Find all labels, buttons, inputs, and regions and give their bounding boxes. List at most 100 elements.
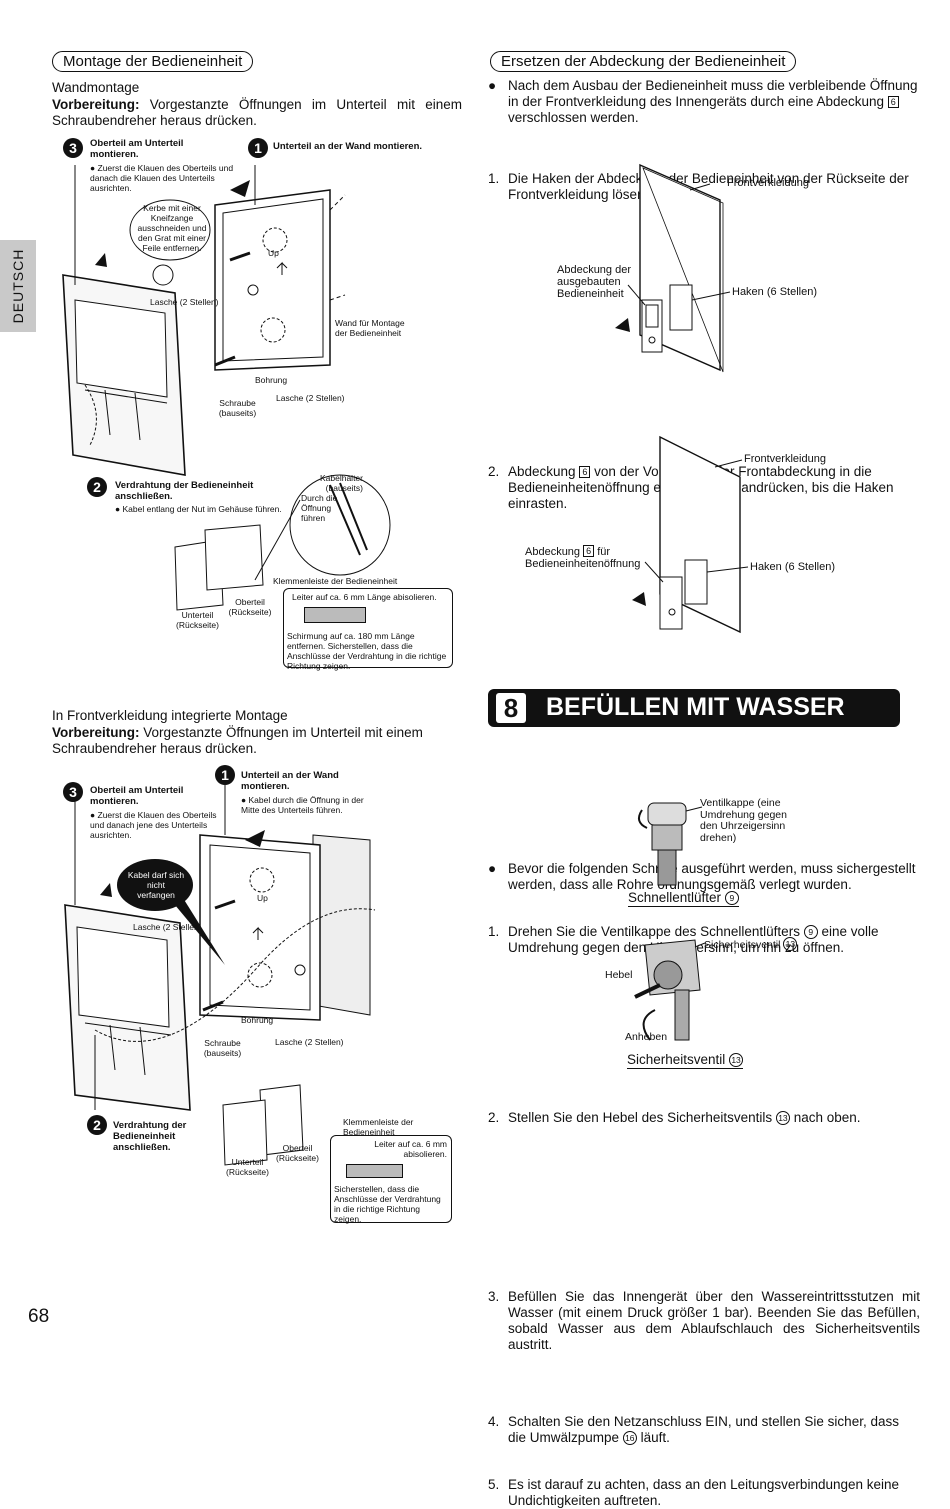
wall-mount-subtitle: Wandmontage bbox=[52, 80, 140, 95]
tab-label-2: Lasche (2 Stellen) bbox=[133, 922, 202, 932]
cable-graphic bbox=[304, 607, 366, 623]
screw-label: Schraube (bauseits) bbox=[218, 398, 257, 418]
upper-back-label-2: Oberteil (Rückseite) bbox=[276, 1143, 319, 1163]
chapter-number: 8 bbox=[496, 693, 526, 723]
step-1-title: Unterteil an der Wand montieren. bbox=[273, 141, 423, 152]
vent-caption: Schnellentlüfter 9 bbox=[628, 890, 739, 907]
cover-bullet: ● Nach dem Ausbau der Bedieneinheit muss… bbox=[488, 78, 918, 125]
air-vent-figure: Ventilkappe (eine Umdrehung gegen den Uh… bbox=[620, 795, 820, 905]
lower-back-label: Unterteil (Rückseite) bbox=[176, 610, 219, 630]
step-1-note-2: ● Kabel durch die Öffnung in der Mitte d… bbox=[241, 795, 364, 815]
step-3-title-2: Oberteil am Unterteil montieren. bbox=[90, 785, 184, 807]
safety-caption: Sicherheitsventil 13 bbox=[627, 1052, 744, 1069]
step-2-note: ● Kabel entlang der Nut im Gehäuse führe… bbox=[115, 504, 282, 514]
fill-step-5: 5.Es ist darauf zu achten, dass an den L… bbox=[488, 1477, 900, 1508]
raise-label: Anheben bbox=[625, 1031, 668, 1043]
air-vent-drawing bbox=[637, 802, 703, 886]
page-number: 68 bbox=[28, 1306, 50, 1327]
tab2-label-2: Lasche (2 Stellen) bbox=[275, 1037, 344, 1047]
notch-note: Kerbe mit einer Kneifzange ausschneiden … bbox=[137, 203, 207, 253]
hole-label-2: Bohrung bbox=[241, 1015, 274, 1025]
hooks-label-b: Haken (6 Stellen) bbox=[750, 561, 835, 573]
shield-note: Schirmung auf ca. 180 mm Länge entfernen… bbox=[287, 631, 447, 671]
lever-label: Hebel bbox=[605, 969, 633, 981]
no-pinch-note: Kabel darf sich nicht verfangen bbox=[127, 870, 185, 900]
preparation-text: Vorbereitung: Vorgestanzte Öffnungen im … bbox=[52, 97, 462, 129]
up-marker: Up bbox=[268, 248, 279, 258]
safety-valve-figure: Sicherheitsventil 13 Hebel Anheben bbox=[600, 935, 830, 1050]
step-3-badge: 3 bbox=[63, 138, 83, 158]
up-marker-2: Up bbox=[257, 893, 268, 903]
ref-6-c: 6 bbox=[583, 545, 595, 557]
ref-6: 6 bbox=[887, 96, 899, 108]
preparation-body-2: Vorgestanzte Öffnungen im Unterteil mit … bbox=[52, 725, 423, 756]
wiring-detail-box-2: Leiter auf ca. 6 mm abisolieren. Sichers… bbox=[330, 1135, 452, 1224]
step-1-badge: 1 bbox=[248, 138, 268, 158]
cover-label-b: Abdeckung 6 für Bedieneinheitenöffnung bbox=[525, 545, 641, 570]
terminal-label: Klemmenleiste der Bedieneinheit bbox=[273, 576, 398, 586]
step-3-badge-2: 3 bbox=[63, 782, 83, 802]
screw-label-2: Schraube (bauseits) bbox=[203, 1038, 242, 1058]
wall-mount-figure: 3 Oberteil am Unterteil montieren. ● Zue… bbox=[55, 135, 460, 671]
step-2-badge-2: 2 bbox=[87, 1115, 107, 1135]
direction-note: Sicherstellen, dass die Anschlüsse der V… bbox=[334, 1184, 441, 1224]
fill-step-2: 2. Stellen Sie den Hebel des Sicherheits… bbox=[488, 1110, 861, 1125]
wall-mount-drawing bbox=[62, 165, 391, 611]
through-opening-label: Durch die Öffnung führen bbox=[301, 493, 338, 523]
terminal-label-2: Klemmenleiste der Bedieneinheit bbox=[343, 1117, 414, 1137]
ref-13: 13 bbox=[775, 1111, 790, 1125]
preparation-text-2: Vorbereitung: Vorgestanzte Öffnungen im … bbox=[52, 725, 462, 757]
step-3-note: ● Zuerst die Klauen des Oberteils und da… bbox=[90, 163, 234, 193]
hooks-label-a: Haken (6 Stellen) bbox=[732, 286, 817, 298]
panel-label-a: Frontverkleidung bbox=[727, 177, 809, 189]
step-1-badge-2: 1 bbox=[215, 765, 235, 785]
step-1-title-2: Unterteil an der Wand montieren. bbox=[241, 770, 339, 792]
tab-label: Lasche (2 Stellen) bbox=[150, 297, 219, 307]
ref-16: 16 bbox=[622, 1431, 637, 1445]
lower-back-label-2: Unterteil (Rückseite) bbox=[226, 1157, 269, 1177]
upper-back-label: Oberteil (Rückseite) bbox=[228, 597, 272, 617]
cover-label-a: Abdeckung der ausgebauten Bedieneinheit bbox=[557, 264, 631, 300]
panel-label-b: Frontverkleidung bbox=[744, 453, 826, 465]
safety-valve-drawing bbox=[634, 939, 706, 1041]
fill-step-3: 3.Befüllen Sie das Innengerät über den W… bbox=[488, 1289, 920, 1352]
flush-mount-figure: 3 Oberteil am Unterteil montieren. ● Zue… bbox=[55, 765, 460, 1225]
language-tab-label: DEUTSCH bbox=[10, 248, 26, 324]
preparation-label: Vorbereitung: bbox=[52, 97, 140, 112]
fill-step-4: 4. Schalten Sie den Netzanschluss EIN, u… bbox=[488, 1414, 899, 1445]
section-title-mounting: Montage der Bedieneinheit bbox=[52, 51, 254, 72]
wiring-detail-box: Leiter auf ca. 6 mm Länge abisolieren. S… bbox=[283, 588, 453, 671]
cover-remove-drawing bbox=[615, 163, 731, 373]
hole-label: Bohrung bbox=[255, 375, 288, 385]
section-title-cover: Ersetzen der Abdeckung der Bedieneinheit bbox=[490, 51, 797, 72]
language-tab: DEUTSCH bbox=[0, 240, 36, 332]
step-2-title: Verdrahtung der Bedieneinheit anschließe… bbox=[115, 480, 254, 502]
step-2-badge: 2 bbox=[87, 477, 107, 497]
cable-holder-label: Kabelhalter (bauseits) bbox=[319, 473, 363, 493]
chapter-header: 8 BEFÜLLEN MIT WASSER bbox=[488, 689, 900, 727]
cover-remove-figure: Frontverkleidung Abdeckung der ausgebaut… bbox=[520, 160, 900, 375]
wall-label: Wand für Montage der Bedieneinheit bbox=[335, 318, 405, 338]
cover-insert-drawing bbox=[632, 435, 749, 634]
ref-9-b: 9 bbox=[724, 891, 739, 905]
chapter-title: BEFÜLLEN MIT WASSER bbox=[546, 693, 845, 721]
cover-step-1: 1.Die Haken der Abdeckung der Bedieneinh… bbox=[488, 171, 909, 202]
flush-mount-drawing bbox=[64, 785, 376, 1166]
preparation-label-2: Vorbereitung: bbox=[52, 725, 140, 740]
ref-13-c: 13 bbox=[729, 1053, 744, 1067]
tab2-label: Lasche (2 Stellen) bbox=[276, 393, 345, 403]
ref-6-b: 6 bbox=[579, 466, 591, 478]
fill-bullet: ●Bevor die folgenden Schritte ausgeführt… bbox=[488, 861, 916, 892]
valve-cap-label: Ventilkappe (eine Umdrehung gegen den Uh… bbox=[700, 797, 787, 844]
preparation-body: Vorgestanzte Öffnungen im Unterteil mit … bbox=[52, 97, 462, 128]
back-plate-shape bbox=[214, 189, 331, 371]
cable-graphic-2 bbox=[346, 1164, 403, 1178]
step-3-title: Oberteil am Unterteil montieren. bbox=[90, 138, 184, 160]
strip-note: Leiter auf ca. 6 mm Länge abisolieren. bbox=[292, 592, 437, 602]
flush-mount-subtitle: In Frontverkleidung integrierte Montage bbox=[52, 708, 288, 723]
step-3-note-2: ● Zuerst die Klauen des Oberteils und da… bbox=[90, 810, 217, 840]
strip-note-2: Leiter auf ca. 6 mm abisolieren. bbox=[374, 1139, 447, 1159]
ref-13-b: 13 bbox=[783, 937, 798, 951]
cover-insert-figure: Frontverkleidung Abdeckung 6 für Bediene… bbox=[520, 432, 900, 637]
safety-label: Sicherheitsventil 13 bbox=[704, 937, 798, 951]
